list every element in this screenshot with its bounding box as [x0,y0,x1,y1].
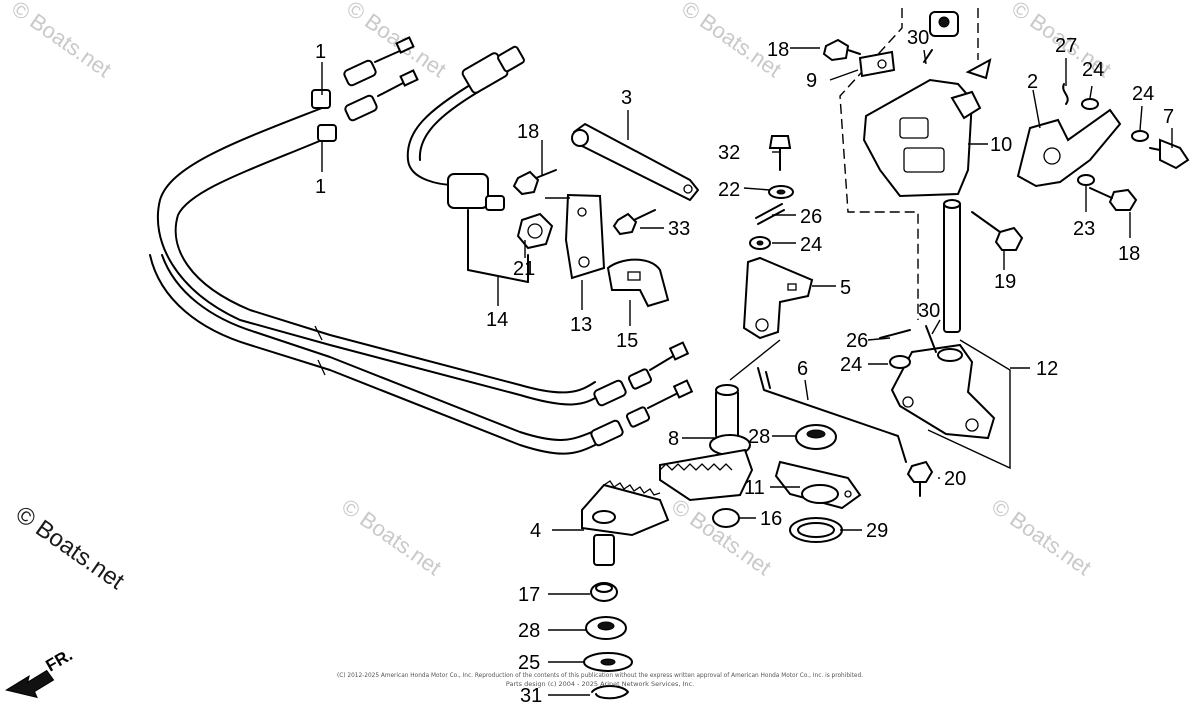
callout-26: 26 [846,330,868,352]
callout-24: 24 [800,234,822,256]
callout-13: 13 [570,314,592,336]
callout-19: 19 [994,271,1016,293]
watermark: © Boats.net [987,494,1096,581]
callout-30: 30 [918,300,940,322]
washer-stack [583,582,633,700]
lever-2 [1016,83,1190,188]
callout-27: 27 [1055,35,1077,57]
housing-10 [839,8,992,320]
callout-4: 4 [530,520,541,542]
sector-gear-4 [581,480,670,566]
callout-16: 16 [760,508,782,530]
fasteners [512,38,1138,251]
copyright-line-1: (C) 2012-2025 American Honda Motor Co., … [337,671,863,679]
callout-24: 24 [1132,83,1154,105]
callout-14: 14 [486,309,508,331]
callout-7: 7 [1163,106,1174,128]
callout-24: 24 [840,354,862,376]
callout-18: 18 [517,121,539,143]
callout-3: 3 [621,87,632,109]
link-rod-6 [757,367,907,463]
callout-20: 20 [944,468,966,490]
shaft-12 [879,199,1011,497]
brackets-3-13-15 [564,123,699,308]
watermark: © Boats.net [337,494,446,581]
callout-10: 10 [990,134,1012,156]
control-cables [149,36,694,455]
callout-1: 1 [315,41,326,63]
callout-21: 21 [513,258,535,280]
callout-15: 15 [616,330,638,352]
callout-2: 2 [1027,71,1038,93]
callout-28: 28 [518,620,540,642]
callout-22: 22 [718,179,740,201]
callout-32: 32 [718,142,740,164]
callout-8: 8 [668,428,679,450]
callout-1: 1 [315,176,326,198]
front-direction-indicator: FR. [4,645,76,699]
callout-6: 6 [797,358,808,380]
callout-18: 18 [1118,243,1140,265]
callout-24: 24 [1082,59,1104,81]
callout-9: 9 [806,70,817,92]
watermark: © Boats.net [7,0,116,82]
callout-31: 31 [520,685,542,707]
callout-labels: 1 1 2 3 4 5 6 7 8 9 10 11 12 13 14 15 16… [315,27,1174,707]
callout-25: 25 [518,652,540,674]
callout-23: 23 [1073,218,1095,240]
callout-33: 33 [668,218,690,240]
plate-11-assembly [712,424,862,543]
callout-28: 28 [748,426,770,448]
watermark-main: © Boats.net [11,501,130,595]
copyright-line-2: Parts design (c) 2004 - 2025 Arinet Netw… [506,680,694,688]
lever-5 [729,256,814,381]
copyright-notice: (C) 2012-2025 American Honda Motor Co., … [337,671,863,688]
callout-26: 26 [800,206,822,228]
callout-18: 18 [767,39,789,61]
callout-30: 30 [907,27,929,49]
neutral-switch [406,45,554,283]
callout-5: 5 [840,277,851,299]
callout-29: 29 [866,520,888,542]
callout-17: 17 [518,584,540,606]
callout-12: 12 [1036,358,1058,380]
leader-lines [321,47,1173,696]
callout-11: 11 [744,477,765,499]
watermark: © Boats.net [667,494,776,581]
shift-shaft-8 [659,384,754,502]
